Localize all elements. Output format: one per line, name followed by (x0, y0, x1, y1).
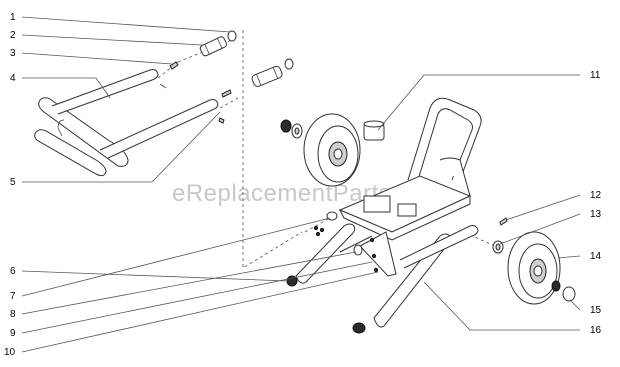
pin-part-5 (218, 89, 232, 124)
callout-12: 12 (590, 190, 602, 201)
callout-4: 4 (10, 73, 16, 84)
callout-9: 9 (10, 328, 16, 339)
handle-grip-top (199, 30, 237, 57)
left-wheel-assembly (280, 113, 361, 187)
callout-3: 3 (10, 48, 16, 59)
callout-11: 11 (590, 70, 601, 81)
callout-15: 15 (590, 305, 602, 316)
small-hardware (313, 217, 508, 273)
callout-6: 6 (10, 266, 16, 277)
callout-14: 14 (590, 251, 602, 262)
leader-lines (21, 16, 581, 353)
handle-grip-second (251, 58, 294, 87)
callout-8: 8 (10, 309, 16, 320)
callout-labels: 1 2 3 4 5 6 7 8 9 10 11 12 13 14 15 16 (4, 12, 602, 358)
cap-part-11 (363, 120, 385, 141)
callout-13: 13 (590, 209, 602, 220)
callout-10: 10 (4, 347, 16, 358)
callout-16: 16 (590, 325, 602, 336)
cart-frame (286, 97, 482, 334)
callout-7: 7 (10, 291, 16, 302)
handle-frame-part-4 (34, 69, 219, 177)
callout-1: 1 (10, 12, 16, 23)
callout-5: 5 (10, 177, 16, 188)
right-wheel-assembly (492, 231, 576, 305)
callout-2: 2 (10, 30, 16, 41)
pin-part-3 (159, 61, 179, 89)
